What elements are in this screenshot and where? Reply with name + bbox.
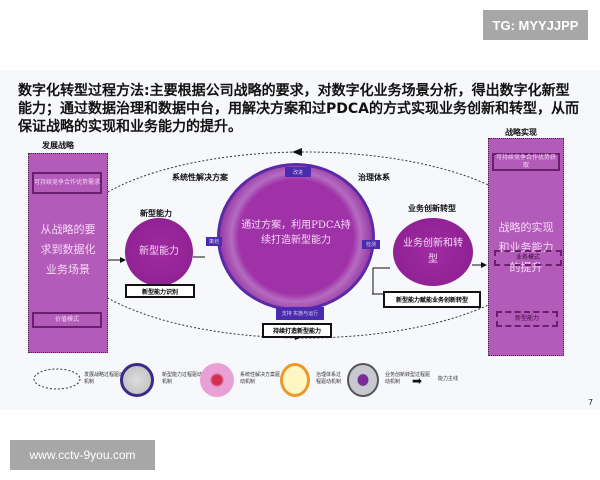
innovation-circle: 业务创新和转型 [393, 218, 473, 286]
realization-column [488, 138, 564, 356]
page-number: 7 [588, 398, 594, 407]
left-heading: 发展战略 [42, 140, 74, 150]
left-top-box: 可持续竞争合作优势需求 [32, 172, 102, 194]
arrow-icon [292, 148, 302, 156]
strategy-column [28, 153, 108, 353]
build-box: 持续打造新型能力 [262, 323, 332, 338]
ring-tag-top: 改进 [285, 167, 311, 177]
slide-title: 数字化转型过程方法:主要根据公司战略的要求，对数字化业务场景分析，得出数字化新型… [18, 83, 579, 135]
left-main-text: 从战略的要求到数据化业务场景 [40, 223, 96, 276]
pdca-ring [217, 163, 375, 311]
left-bottom-box: 价值模式 [32, 312, 102, 328]
watermark-bottom: www.cctv-9you.com [10, 440, 155, 470]
dashed-cycle-icon [33, 368, 81, 390]
legend-item: 新型能力过程驱动机制 [162, 372, 203, 385]
pdca-text: 通过方案，利用PDCA持续打造新型能力 [241, 220, 351, 246]
new-capability-label: 新型能力 [140, 208, 172, 218]
legend-item: 治理体系过程驱动机制 [316, 372, 342, 385]
solution-label: 系统性解决方案 [172, 172, 228, 182]
legend-item: 业务创新转型过程驱动机制 [385, 372, 431, 385]
empower-box: 新型能力赋能业务创新转型 [383, 291, 481, 308]
right-heading: 战略实现 [505, 127, 537, 137]
legend-item: 系统性解决方案驱动机制 [240, 372, 281, 385]
identify-box: 新型能力识别 [125, 284, 195, 298]
governance-label: 治理体系 [358, 172, 390, 182]
innovation-label: 业务创新转型 [408, 203, 456, 213]
legend: 发展战略过程驱动机制 新型能力过程驱动机制 系统性解决方案驱动机制 治理体系过程… [0, 360, 600, 397]
gray-circle-icon [120, 363, 154, 397]
yellow-circle-icon [280, 363, 310, 397]
watermark-top: TG: MYYJJPP [483, 10, 588, 40]
ring-tag-left: 策划 [206, 237, 222, 246]
new-capability-circle: 新型能力 [125, 218, 193, 286]
ring-tag-bottom: 支持 实施与运行 [276, 307, 324, 320]
ring-tag-right: 检测 [362, 240, 380, 249]
right-mid-box: 业务模式 [494, 250, 562, 266]
legend-item: 发展战略过程驱动机制 [84, 372, 125, 385]
arrow-right-icon: ➡ [412, 374, 423, 388]
legend-item: 能力主线 [438, 376, 459, 382]
right-main-text: 战略的实现和业务能力的提升 [498, 221, 554, 274]
right-top-box: 可持续竞争合作优势获取 [492, 153, 560, 171]
gray-ring-icon [347, 363, 379, 397]
right-bottom-box: 新型能力 [496, 311, 558, 327]
pink-circle-icon [200, 363, 234, 397]
